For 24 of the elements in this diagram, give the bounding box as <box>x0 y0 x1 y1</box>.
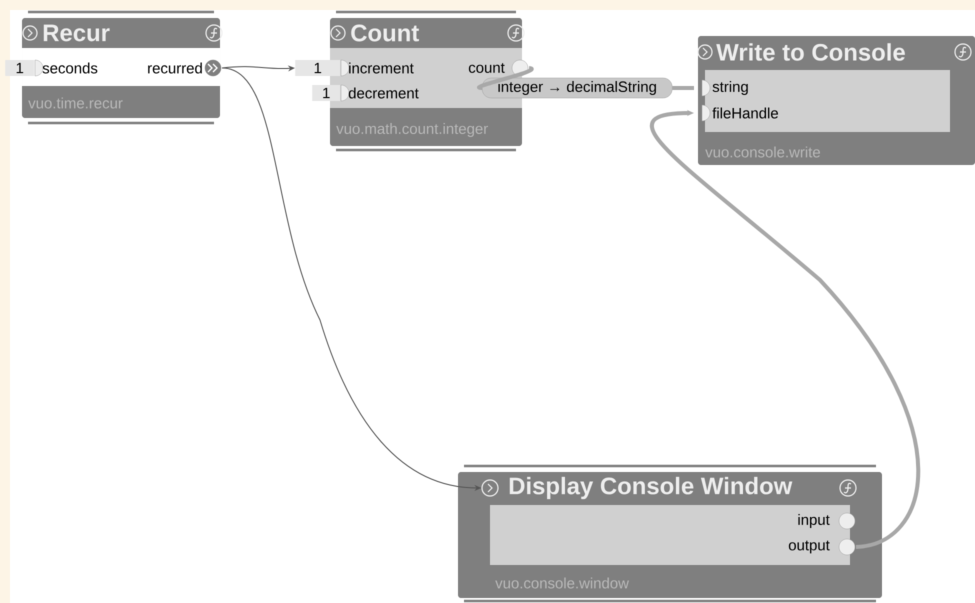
node-label: seconds <box>42 62 98 74</box>
node-label: fileHandle <box>712 108 778 118</box>
node-label: increment <box>349 62 414 74</box>
node-label: count <box>468 63 505 73</box>
constant-box: 1 <box>295 60 340 76</box>
port: string <box>702 80 748 96</box>
port: decrement <box>340 84 419 102</box>
cable <box>478 66 534 90</box>
node-label: output <box>788 540 830 554</box>
port: output <box>788 538 856 556</box>
node-label: decrement <box>348 88 419 98</box>
port: fileHandle <box>702 104 778 122</box>
constant-box: 1 <box>5 60 34 76</box>
port: input <box>798 512 856 530</box>
cable <box>672 86 694 90</box>
refresh-port-icon <box>481 479 499 497</box>
node-label: input <box>798 514 830 528</box>
port: increment <box>340 60 414 76</box>
constant-box: 1 <box>312 85 340 101</box>
port: seconds <box>34 60 98 76</box>
node-label: recurred <box>148 62 202 74</box>
node-label: string <box>712 81 748 95</box>
type-converter: integer → decimalString <box>482 78 672 98</box>
port: recurred <box>148 60 222 76</box>
